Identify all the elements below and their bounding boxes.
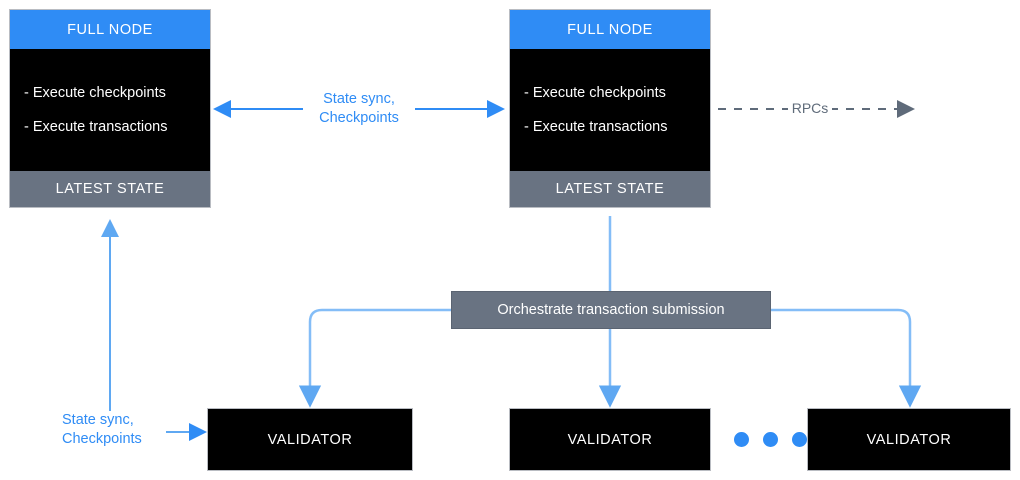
full-node-right-bullet-2: - Execute transactions	[524, 119, 668, 135]
edge-label-state-sync-top: State sync, Checkpoints	[303, 90, 415, 128]
full-node-left-bullet-1: - Execute checkpoints	[24, 85, 166, 101]
edge-label-rpcs: RPCs	[788, 99, 832, 118]
full-node-right-footer: LATEST STATE	[510, 171, 710, 207]
full-node-right-header: FULL NODE	[510, 10, 710, 49]
full-node-right-body: - Execute checkpoints - Execute transact…	[510, 49, 710, 171]
edge-orchestrator-to-validator-1	[298, 308, 452, 408]
ellipsis-dot-3	[792, 432, 807, 447]
edge-label-state-sync-bottom: State sync, Checkpoints	[62, 411, 166, 449]
full-node-left[interactable]: FULL NODE - Execute checkpoints - Execut…	[9, 9, 211, 208]
full-node-left-header: FULL NODE	[10, 10, 210, 49]
ellipsis-dot-2	[763, 432, 778, 447]
full-node-right[interactable]: FULL NODE - Execute checkpoints - Execut…	[509, 9, 711, 208]
validator-2-label: VALIDATOR	[567, 431, 653, 448]
edge-label-state-sync-top-line1: State sync,	[323, 91, 395, 107]
edge-label-rpcs-text: RPCs	[791, 100, 829, 116]
validator-1[interactable]: VALIDATOR	[207, 408, 413, 471]
edge-label-state-sync-top-line2: Checkpoints	[319, 110, 399, 126]
edge-label-state-sync-bottom-line2: Checkpoints	[62, 431, 142, 447]
edge-orchestrator-to-validator-3	[770, 308, 922, 408]
validator-1-label: VALIDATOR	[267, 431, 353, 448]
validator-3-label: VALIDATOR	[866, 431, 952, 448]
full-node-left-footer: LATEST STATE	[10, 171, 210, 207]
edge-label-state-sync-bottom-line1: State sync,	[62, 412, 134, 428]
validator-2[interactable]: VALIDATOR	[509, 408, 711, 471]
orchestrate-transaction-submission-bar[interactable]: Orchestrate transaction submission	[451, 291, 771, 329]
validator-3[interactable]: VALIDATOR	[807, 408, 1011, 471]
ellipsis-dot-1	[734, 432, 749, 447]
full-node-left-bullet-2: - Execute transactions	[24, 119, 168, 135]
more-validators-ellipsis	[734, 432, 807, 447]
full-node-right-bullet-1: - Execute checkpoints	[524, 85, 666, 101]
orchestrator-label: Orchestrate transaction submission	[497, 302, 725, 318]
full-node-left-body: - Execute checkpoints - Execute transact…	[10, 49, 210, 171]
